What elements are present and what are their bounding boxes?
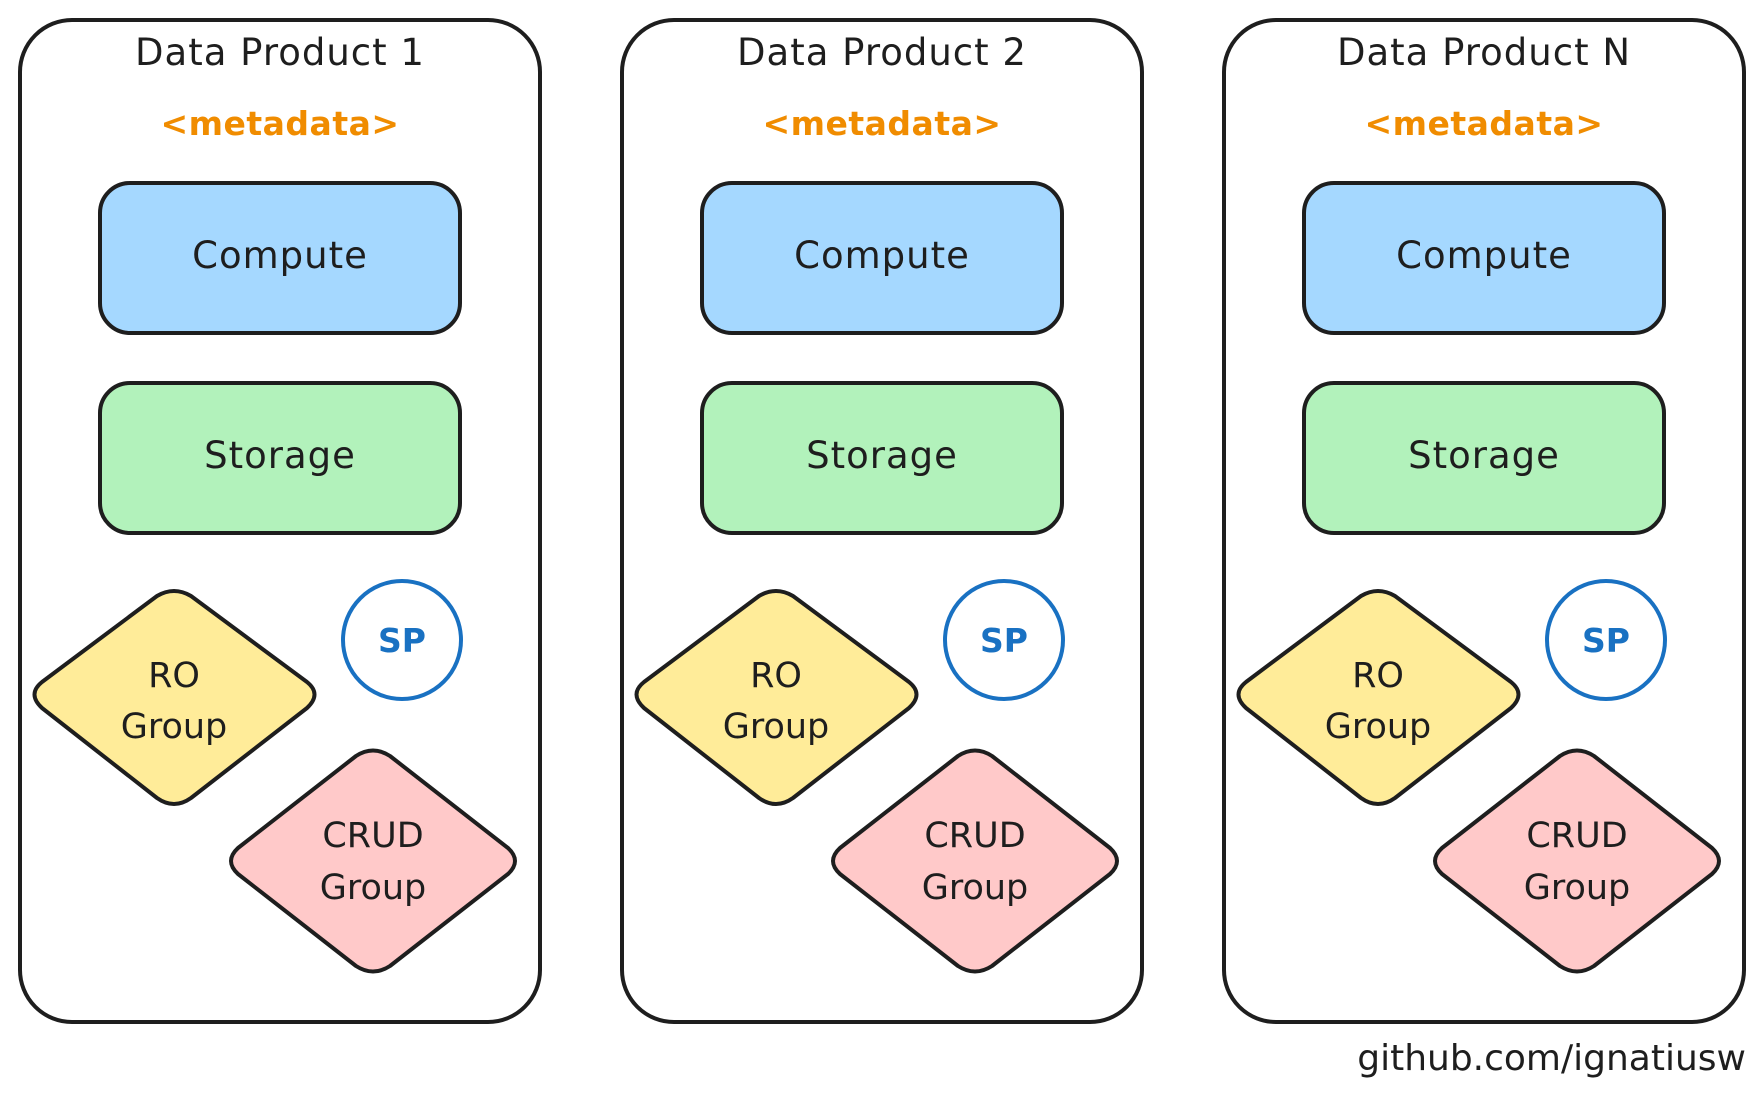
storage-box: Storage (1302, 381, 1666, 535)
ro-group-diamond: RO Group (1236, 589, 1521, 806)
sp-circle: SP (1545, 579, 1667, 701)
ro-group-label-line1: RO (1352, 656, 1404, 696)
storage-box: Storage (98, 381, 462, 535)
data-product-card: Data Product N <metadata> Compute Storag… (1222, 18, 1746, 1024)
sp-label: SP (1582, 621, 1630, 660)
ro-group-label-line1: RO (148, 656, 200, 696)
sp-label: SP (980, 621, 1028, 660)
crud-group-label-line2: Group (320, 868, 427, 908)
ro-group-label-line2: Group (121, 707, 228, 747)
metadata-label: <metadata> (1364, 104, 1603, 143)
sp-label: SP (378, 621, 426, 660)
crud-group-label-line1: CRUD (924, 816, 1025, 856)
sp-circle: SP (341, 579, 463, 701)
crud-group-label-line2: Group (922, 868, 1029, 908)
sp-circle: SP (943, 579, 1065, 701)
metadata-label: <metadata> (160, 104, 399, 143)
ro-group-diamond: RO Group (634, 589, 919, 806)
ro-group-diamond: RO Group (32, 589, 317, 806)
data-product-card: Data Product 2 <metadata> Compute Storag… (620, 18, 1144, 1024)
crud-group-diamond: CRUD Group (1433, 748, 1721, 974)
crud-group-diamond: CRUD Group (831, 748, 1119, 974)
metadata-label: <metadata> (762, 104, 1001, 143)
footer-attribution: github.com/ignatiusw (1357, 1038, 1746, 1079)
compute-label: Compute (1396, 234, 1572, 277)
storage-label: Storage (1408, 434, 1560, 477)
crud-group-label-line1: CRUD (1526, 816, 1627, 856)
crud-group-label-line2: Group (1524, 868, 1631, 908)
card-title: Data Product N (1337, 31, 1631, 74)
storage-label: Storage (204, 434, 356, 477)
compute-box: Compute (98, 181, 462, 335)
crud-group-label-line1: CRUD (322, 816, 423, 856)
compute-box: Compute (1302, 181, 1666, 335)
ro-group-label-line2: Group (1325, 707, 1432, 747)
crud-group-diamond: CRUD Group (229, 748, 517, 974)
card-title: Data Product 2 (737, 31, 1027, 74)
ro-group-label-line2: Group (723, 707, 830, 747)
card-title: Data Product 1 (135, 31, 425, 74)
compute-label: Compute (794, 234, 970, 277)
ro-group-label-line1: RO (750, 656, 802, 696)
storage-label: Storage (806, 434, 958, 477)
data-product-card: Data Product 1 <metadata> Compute Storag… (18, 18, 542, 1024)
compute-box: Compute (700, 181, 1064, 335)
storage-box: Storage (700, 381, 1064, 535)
compute-label: Compute (192, 234, 368, 277)
